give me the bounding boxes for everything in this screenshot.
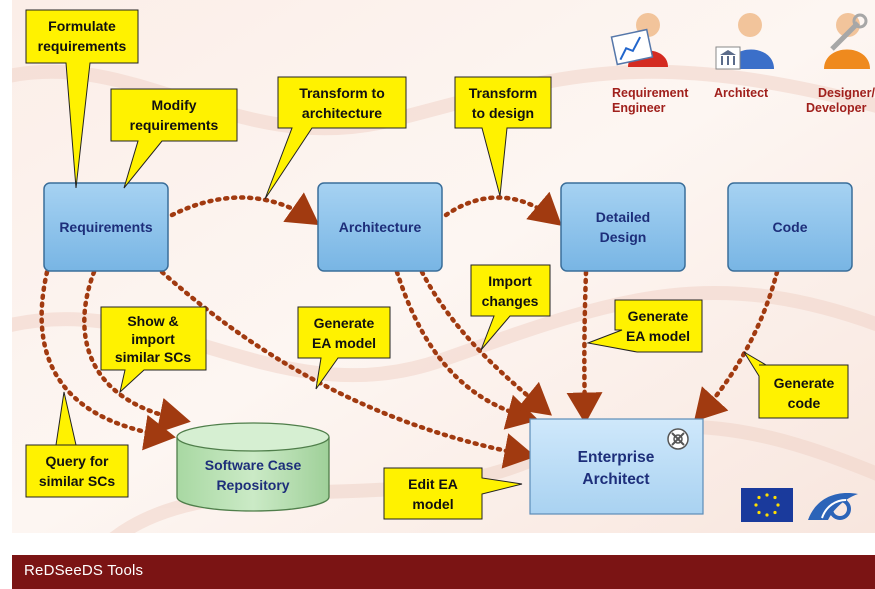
arrow-requirements-to-architecture <box>169 192 320 226</box>
code-label: Code <box>773 219 808 235</box>
callout-show-import-similar-scs: Show & import similar SCs <box>100 306 207 394</box>
code-box[interactable]: Code <box>727 182 853 272</box>
callout-text: Formulate <box>48 18 116 34</box>
callout-text: Edit EA <box>408 476 458 492</box>
arrow-requirements-to-ea <box>159 269 536 469</box>
role-requirement-engineer: Requirement Engineer <box>610 13 689 115</box>
role-label-line: Engineer <box>612 101 666 115</box>
callout-generate-ea-model-left: Generate EA model <box>297 306 391 390</box>
caption-bar: ReDSeeDS Tools <box>12 555 875 589</box>
arrow-design-to-ea <box>566 269 603 424</box>
role-label-line: Developer <box>806 101 867 115</box>
architecture-box[interactable]: Architecture <box>317 182 443 272</box>
callout-import-changes: Import changes <box>470 264 551 351</box>
architect-icon <box>715 13 774 70</box>
enterprise-architect-label: Enterprise <box>578 449 655 466</box>
callout-text: to design <box>472 105 534 121</box>
detailed-design-box[interactable]: Detailed Design <box>560 182 686 272</box>
callout-text: EA model <box>312 335 376 351</box>
requirement-engineer-icon <box>610 13 668 67</box>
callout-transform-to-design: Transform to design <box>454 76 552 197</box>
repository-label: Software Case <box>205 457 302 473</box>
callout-edit-ea-model: Edit EA model <box>383 467 523 520</box>
callout-text: Modify <box>151 97 196 113</box>
callout-text: Query for <box>45 453 109 469</box>
callout-text: requirements <box>130 117 219 133</box>
requirements-label: Requirements <box>59 219 153 235</box>
callout-text: model <box>412 496 453 512</box>
arrow-architecture-to-design <box>443 191 562 226</box>
arrow-architecture-to-ea-2 <box>419 269 552 416</box>
callout-text: Transform to <box>299 85 385 101</box>
role-label-line: Requirement <box>612 86 689 100</box>
callout-formulate-requirements: Formulate requirements <box>25 9 139 189</box>
fp6-logo-icon <box>808 493 858 520</box>
eu-flag-icon <box>741 488 793 522</box>
callout-text: Transform <box>469 85 537 101</box>
enterprise-architect-box[interactable]: Enterprise Architect <box>529 418 704 515</box>
callout-generate-code: Generate code <box>743 351 849 419</box>
caption-title: ReDSeeDS Tools <box>24 562 144 579</box>
arrow-requirements-to-repository-2 <box>39 269 176 451</box>
arrow-requirements-to-repository-1 <box>82 269 191 434</box>
callout-text: Import <box>488 273 532 289</box>
requirements-box[interactable]: Requirements <box>43 182 169 272</box>
callout-text: requirements <box>38 38 127 54</box>
callout-text: similar SCs <box>39 473 115 489</box>
callout-text: similar SCs <box>115 349 191 365</box>
callout-text: Show & <box>127 313 178 329</box>
enterprise-architect-label: Architect <box>582 471 649 488</box>
callout-text: Generate <box>774 375 835 391</box>
callout-text: EA model <box>626 328 690 344</box>
repository-label: Repository <box>216 477 289 493</box>
role-label-line: Architect <box>714 86 769 100</box>
arrow-architecture-to-ea-1 <box>394 269 539 430</box>
architecture-label: Architecture <box>339 219 422 235</box>
callout-query-similar-scs: Query for similar SCs <box>25 391 129 498</box>
designer-developer-icon <box>824 13 870 69</box>
software-case-repository[interactable]: Software Case Repository <box>176 422 330 512</box>
detailed-design-label: Design <box>600 229 647 245</box>
callout-transform-to-architecture: Transform to architecture <box>264 76 407 200</box>
callout-text: changes <box>482 293 539 309</box>
detailed-design-label: Detailed <box>596 209 650 225</box>
redseeds-tools-diagram: Requirement Engineer Architect Designer/… <box>12 0 875 533</box>
role-label-line: Designer/ <box>818 86 875 100</box>
callout-text: Generate <box>628 308 689 324</box>
callout-text: Generate <box>314 315 375 331</box>
enterprise-architect-logo-icon <box>667 428 689 450</box>
role-designer-developer: Designer/ Developer <box>806 13 875 115</box>
callout-text: architecture <box>302 105 382 121</box>
callout-generate-ea-model-right: Generate EA model <box>586 299 703 353</box>
callout-modify-requirements: Modify requirements <box>110 88 238 189</box>
callout-text: code <box>788 395 821 411</box>
role-architect: Architect <box>714 13 774 100</box>
callout-text: import <box>131 331 175 347</box>
